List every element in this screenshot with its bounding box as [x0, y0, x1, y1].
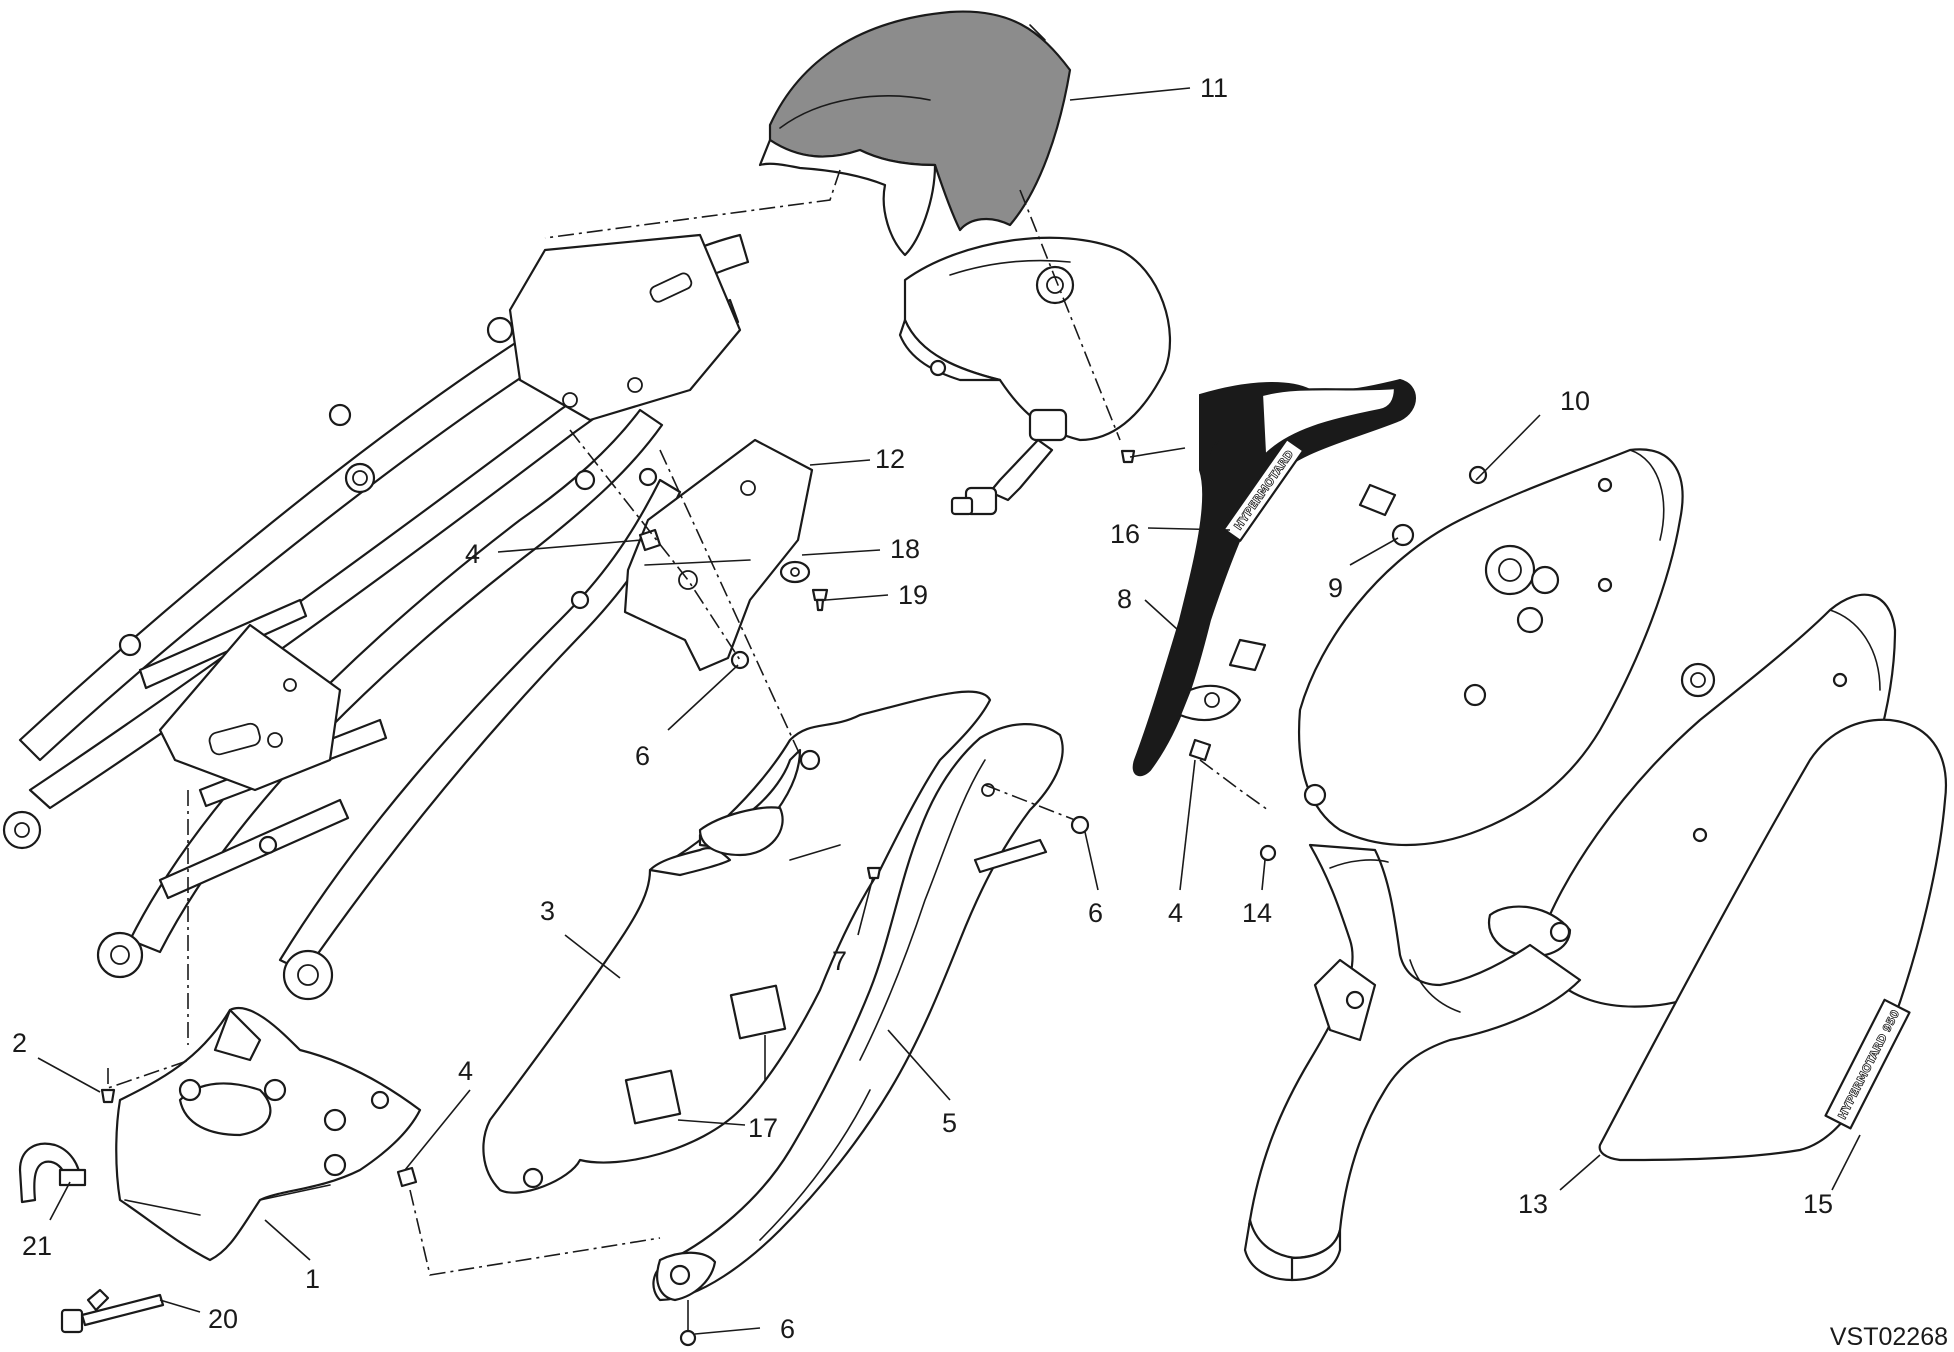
callout-6-bottom: 6 [780, 1314, 795, 1344]
part-1-undertray [115, 1007, 422, 1262]
exhaust-upper-muffler [1298, 448, 1684, 847]
exhaust-header-pipe [1243, 843, 1582, 1282]
callout-19: 19 [898, 580, 928, 610]
callout-8: 8 [1117, 584, 1132, 614]
callout-7: 7 [1205, 434, 1220, 464]
callout-12: 12 [875, 444, 905, 474]
callout-7-lower: 7 [832, 946, 847, 976]
callouts: 11 7 12 4 18 19 6 16 10 8 9 6 7 3 4 14 2… [12, 73, 1833, 1344]
tail-light-assembly [898, 236, 1172, 516]
reference-code: VST02268 [1830, 1323, 1948, 1351]
callout-1: 1 [305, 1264, 320, 1294]
callout-4-rail: 4 [1168, 898, 1183, 928]
callout-16: 16 [1110, 519, 1140, 549]
callout-9: 9 [1328, 573, 1343, 603]
callout-18: 18 [890, 534, 920, 564]
callout-20: 20 [208, 1304, 238, 1334]
part-20-cable-tie [60, 1288, 165, 1334]
callout-21: 21 [22, 1231, 52, 1261]
part-3-side-panel [482, 690, 992, 1194]
callout-6-right: 6 [1088, 898, 1103, 928]
part-21-clip [18, 1142, 87, 1204]
callout-15: 15 [1803, 1189, 1833, 1219]
exhaust-lower-muffler [1487, 593, 1897, 1008]
part-11-rear-cover [758, 10, 1072, 257]
part-5-side-panel [652, 723, 1064, 1302]
callout-3: 3 [540, 896, 555, 926]
callout-10: 10 [1560, 386, 1590, 416]
callout-5: 5 [942, 1108, 957, 1138]
rear-subframe [2, 233, 750, 1001]
callout-6: 6 [635, 741, 650, 771]
assembly-lines [107, 169, 1269, 1276]
callout-2: 2 [12, 1028, 27, 1058]
callout-4: 4 [465, 539, 480, 569]
callout-4-undertray: 4 [458, 1056, 473, 1086]
part-8-rail [1132, 378, 1416, 777]
callout-13: 13 [1518, 1189, 1548, 1219]
leader-lines [37, 87, 1861, 1335]
callout-17: 17 [748, 1113, 778, 1143]
callout-14: 14 [1242, 898, 1272, 928]
callout-11: 11 [1200, 73, 1228, 103]
